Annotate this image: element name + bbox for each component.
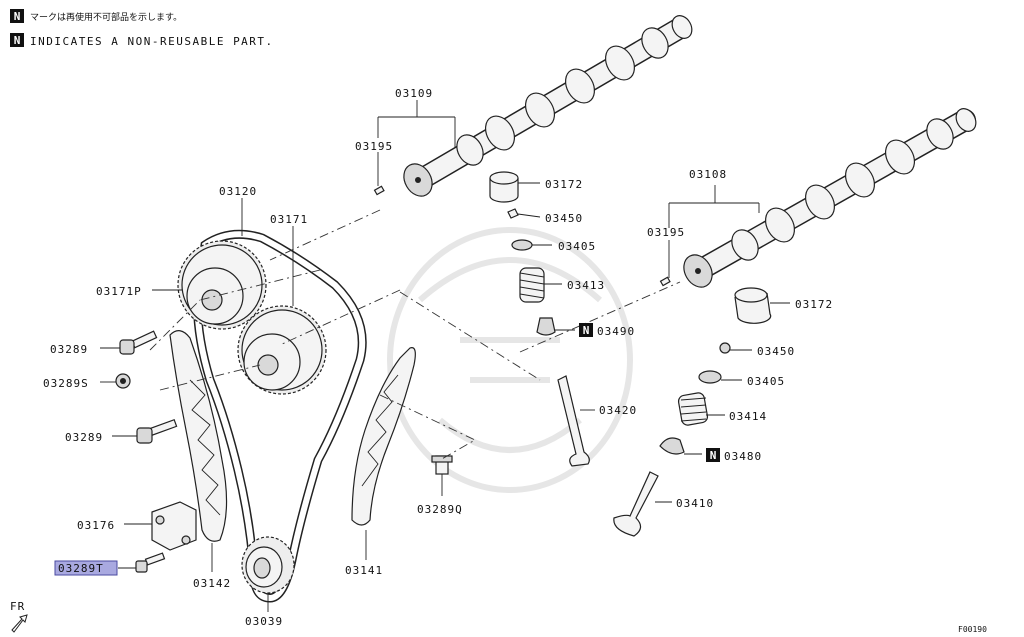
- front-direction-label: FR: [10, 600, 25, 613]
- figure-code: F00190: [958, 625, 987, 634]
- non-reusable-marker-icon: [10, 9, 24, 23]
- vvt-sprocket-03171P[interactable]: [177, 240, 267, 330]
- label-03413[interactable]: 03413: [567, 279, 605, 292]
- marker-letter: N: [583, 324, 590, 337]
- label-03172b[interactable]: 03172: [795, 298, 833, 311]
- label-03289S[interactable]: 03289S: [43, 377, 89, 390]
- label-03405a[interactable]: 03405: [558, 240, 596, 253]
- watermark-emblem: [387, 227, 633, 493]
- chain-guide-03141[interactable]: [351, 347, 416, 526]
- label-03120[interactable]: 03120: [219, 185, 257, 198]
- non-reusable-marker-icon: [706, 448, 720, 462]
- bolt-03289a[interactable]: [119, 330, 158, 355]
- valve-03410[interactable]: [613, 471, 659, 537]
- label-03405b[interactable]: 03405: [747, 375, 785, 388]
- crank-sprocket-03039[interactable]: [241, 536, 295, 594]
- label-03108[interactable]: 03108: [689, 168, 727, 181]
- note-english: INDICATES A NON-REUSABLE PART.: [30, 35, 274, 48]
- spring-retainer-03405a[interactable]: [511, 239, 533, 251]
- valve-lifter-03172b[interactable]: [734, 287, 772, 324]
- bolt-03289S[interactable]: [115, 373, 131, 389]
- camshaft-03108[interactable]: [678, 105, 980, 292]
- direction-arrow-icon: [11, 614, 28, 633]
- chain-lever-03142[interactable]: [169, 330, 228, 542]
- valve-stem-seal-03490[interactable]: [536, 317, 556, 336]
- front-direction-indicator: FR: [10, 600, 28, 633]
- label-03480[interactable]: 03480: [724, 450, 762, 463]
- label-03289Q[interactable]: 03289Q: [417, 503, 463, 516]
- spring-retainer-03405b[interactable]: [698, 370, 722, 384]
- label-03142[interactable]: 03142: [193, 577, 231, 590]
- label-03195b[interactable]: 03195: [647, 226, 685, 239]
- dowel-pin-03195b[interactable]: [659, 276, 671, 287]
- marker-letter: N: [14, 34, 21, 47]
- valve-stem-seal-03480[interactable]: [659, 437, 685, 455]
- valve-keeper-03450b[interactable]: [719, 342, 731, 354]
- label-03289a[interactable]: 03289: [50, 343, 88, 356]
- label-03450a[interactable]: 03450: [545, 212, 583, 225]
- valve-keeper-03450a[interactable]: [507, 208, 519, 219]
- vvt-sprocket-03171[interactable]: [237, 305, 327, 395]
- label-03195a[interactable]: 03195: [355, 140, 393, 153]
- non-reusable-marker-icon: [10, 33, 24, 47]
- non-reusable-marker-icon: [579, 323, 593, 337]
- label-03141[interactable]: 03141: [345, 564, 383, 577]
- label-03172a[interactable]: 03172: [545, 178, 583, 191]
- valve-spring-03413[interactable]: [519, 267, 545, 303]
- label-03171[interactable]: 03171: [270, 213, 308, 226]
- valve-spring-03414[interactable]: [677, 392, 709, 426]
- label-03410[interactable]: 03410: [676, 497, 714, 510]
- bolt-03289T[interactable]: [135, 552, 166, 573]
- part-labels: 03109 03195 03172 03450 03405 03413 0349…: [43, 87, 833, 628]
- bolt-03289b[interactable]: [136, 418, 178, 444]
- label-03289T[interactable]: 03289T: [58, 562, 104, 575]
- valve-03420[interactable]: [557, 375, 590, 467]
- label-03450b[interactable]: 03450: [757, 345, 795, 358]
- camshaft-03109[interactable]: [398, 12, 696, 201]
- chain-tensioner-03176[interactable]: [151, 501, 197, 551]
- label-03490[interactable]: 03490: [597, 325, 635, 338]
- header-note: N マークは再使用不可部品を示します。 N INDICATES A NON-RE…: [10, 9, 274, 48]
- label-03420[interactable]: 03420: [599, 404, 637, 417]
- label-03039[interactable]: 03039: [245, 615, 283, 628]
- label-03289b[interactable]: 03289: [65, 431, 103, 444]
- marker-letter: N: [710, 449, 717, 462]
- label-03109[interactable]: 03109: [395, 87, 433, 100]
- highlight-box: [54, 560, 118, 576]
- label-03171P[interactable]: 03171P: [96, 285, 142, 298]
- note-japanese: マークは再使用不可部品を示します。: [30, 11, 182, 23]
- marker-letter: N: [14, 10, 21, 23]
- valve-lifter-03172a[interactable]: [489, 171, 519, 203]
- label-03414[interactable]: 03414: [729, 410, 767, 423]
- label-03176[interactable]: 03176: [77, 519, 115, 532]
- dowel-pin-03195a[interactable]: [373, 185, 385, 196]
